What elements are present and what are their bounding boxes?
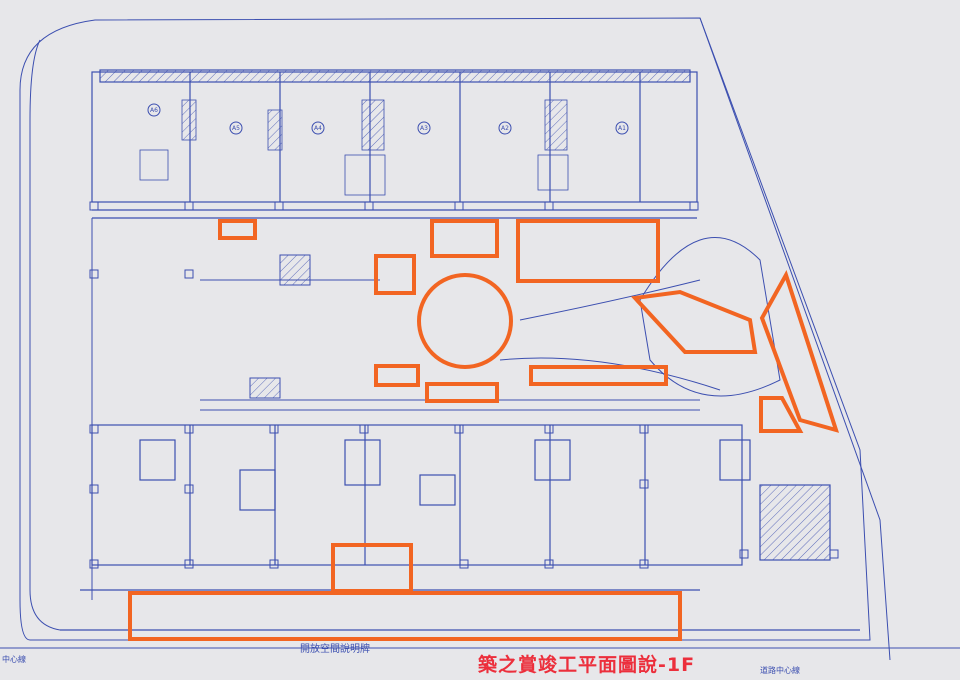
highlight-area xyxy=(529,365,668,386)
upper-stairs xyxy=(139,99,569,196)
courtyard xyxy=(91,218,781,600)
unit-label: A4 xyxy=(314,125,322,132)
highlight-area xyxy=(218,219,257,240)
highlight-area xyxy=(425,382,499,403)
drawing-caption: 築之賞竣工平面圖說-1F xyxy=(478,654,696,676)
unit-label: A2 xyxy=(501,125,509,132)
unit-label: A5 xyxy=(232,125,240,132)
highlight-area xyxy=(374,364,420,387)
road-center-line-label: 道路中心線 xyxy=(760,666,800,675)
lower-building xyxy=(60,424,860,631)
highlight-area xyxy=(630,289,758,354)
highlight-area xyxy=(374,254,416,295)
upper-building xyxy=(91,69,698,219)
unit-label: A1 xyxy=(618,125,626,132)
center-line-label: 中心線 xyxy=(2,655,26,664)
unit-labels: A6 A5 A4 A3 A2 A1 xyxy=(150,107,626,132)
site-outline xyxy=(0,17,960,661)
highlight-area xyxy=(759,396,804,433)
unit-label: A6 xyxy=(150,107,158,114)
highlight-area xyxy=(331,543,413,593)
highlight-area xyxy=(516,219,660,283)
columns xyxy=(89,201,839,569)
unit-markers xyxy=(147,103,629,135)
unit-label: A3 xyxy=(420,125,428,132)
highlight-area xyxy=(759,270,840,433)
highlight-area xyxy=(417,273,513,369)
highlight-area xyxy=(430,219,499,258)
highlight-area xyxy=(128,591,682,641)
handwritten-note: 開放空間說明牌 xyxy=(300,644,370,655)
highlight-areas xyxy=(128,219,840,641)
